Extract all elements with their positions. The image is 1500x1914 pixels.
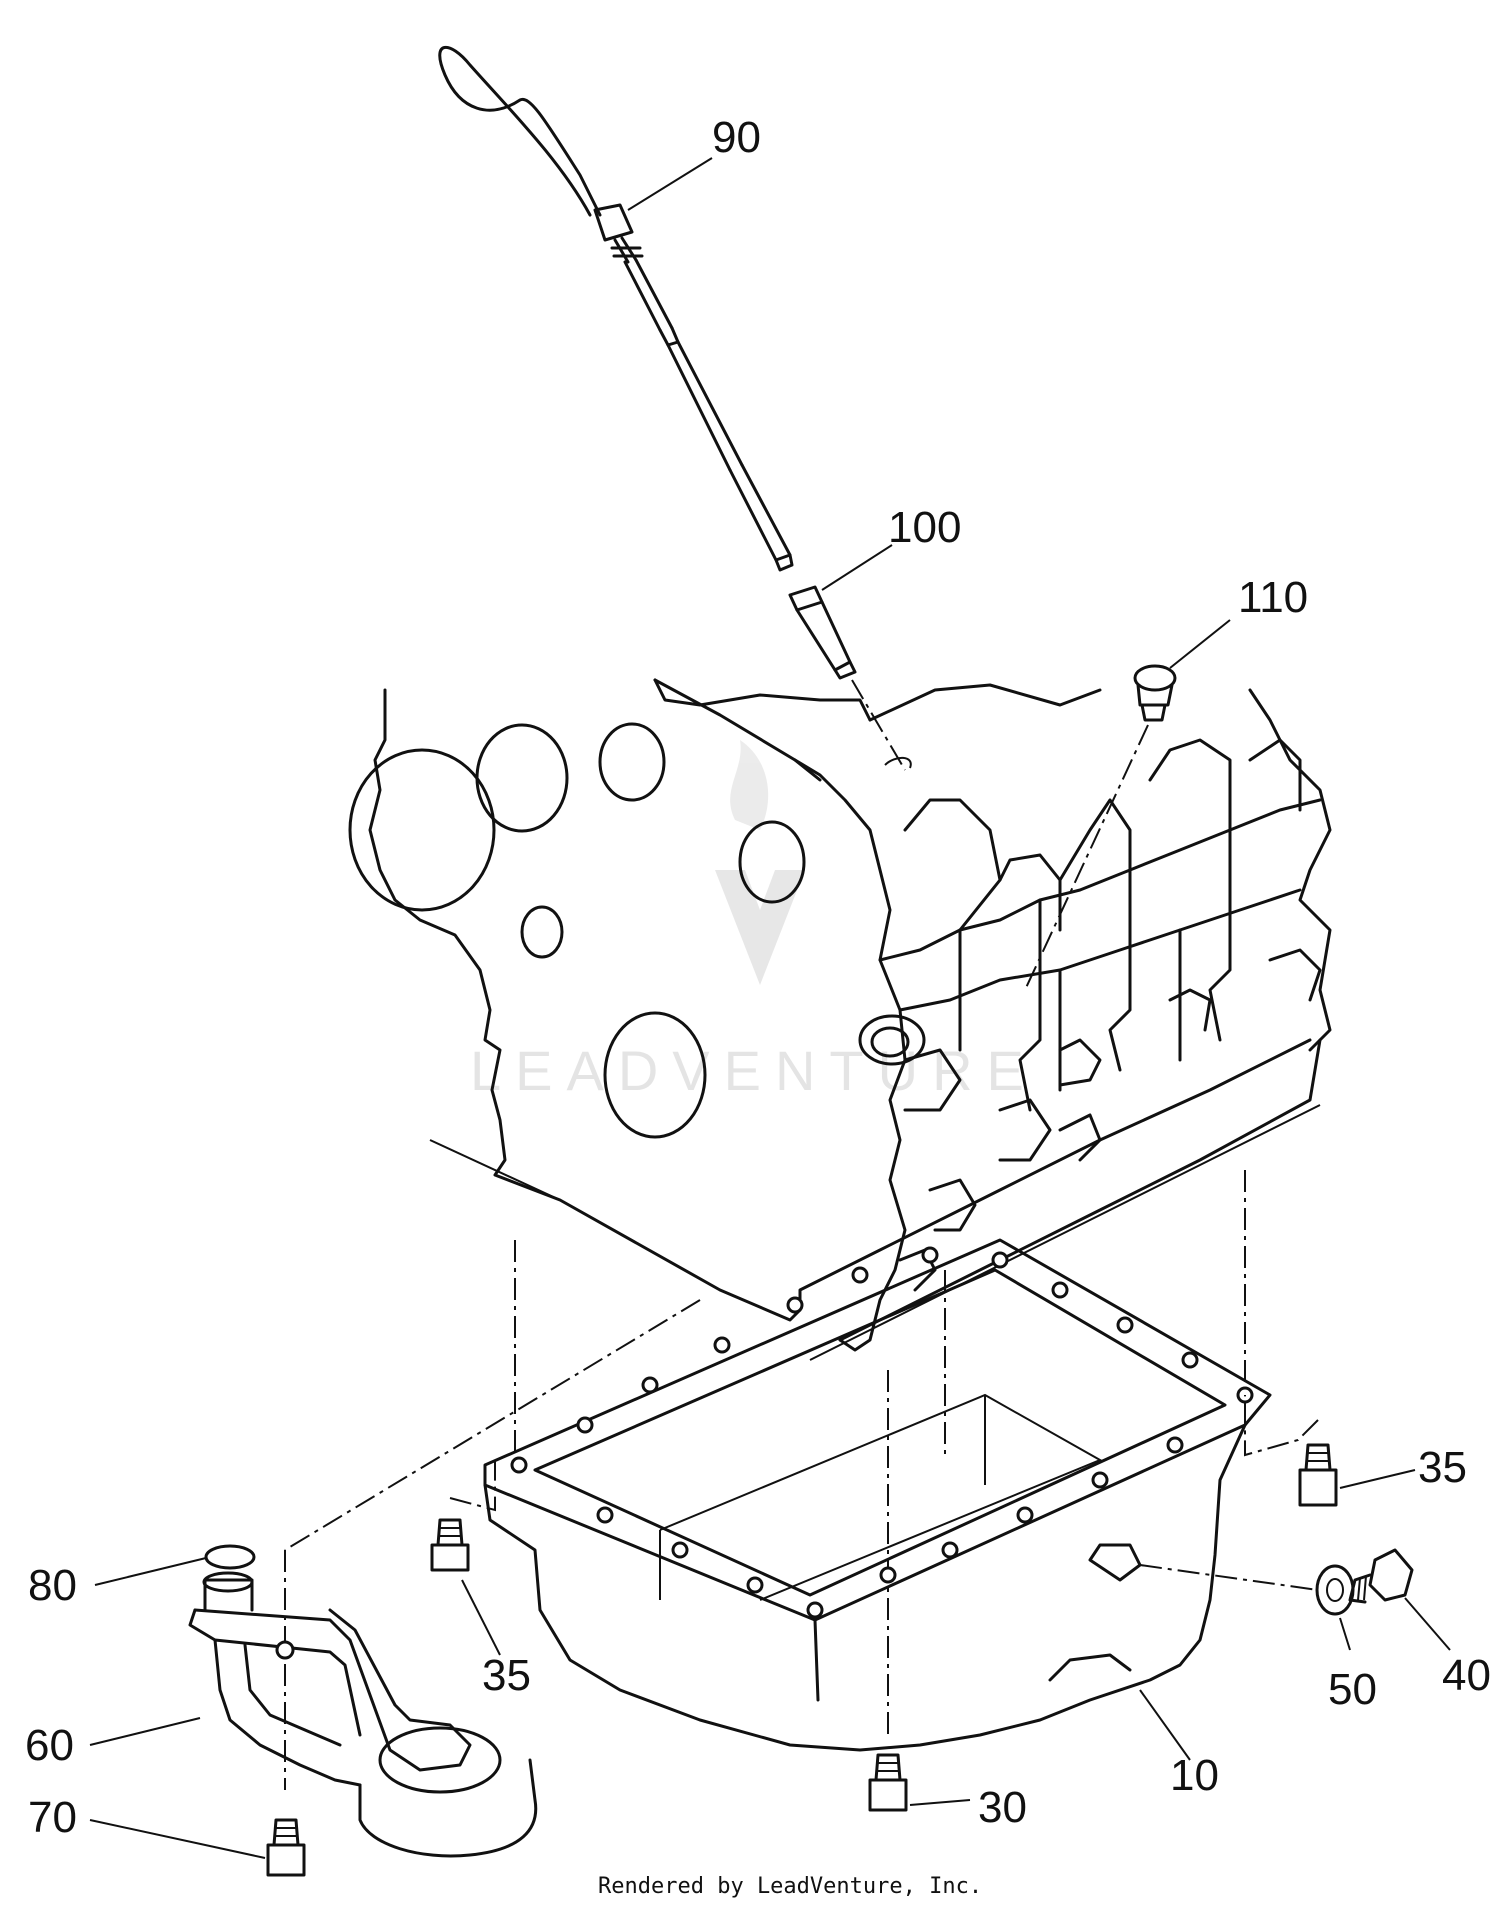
callout-100: 100 [888,503,961,552]
leader-10 [1139,1689,1191,1761]
callout-70: 70 [28,1793,77,1842]
callout-110: 110 [1238,573,1308,622]
leader-90 [627,157,713,211]
callout-10: 10 [1170,1751,1219,1800]
leader-35-right [1339,1469,1416,1489]
leader-30 [909,1799,971,1806]
guide-tube-part-100 [788,585,857,680]
callout-80: 80 [28,1561,77,1610]
callout-90: 90 [712,113,761,162]
callout-40: 40 [1442,1651,1491,1700]
callout-60: 60 [25,1721,74,1770]
bolt-part-30 [868,1753,908,1812]
callout-30: 30 [978,1783,1027,1832]
leader-35-left [461,1579,501,1656]
bolt-part-70 [266,1818,306,1877]
centerline-110 [1024,724,1149,991]
gasket-part-50 [1315,1564,1355,1616]
leader-50 [1339,1617,1351,1651]
leader-40 [1404,1597,1451,1651]
bolt-part-35-left [430,1518,470,1572]
dipstick-part-90 [438,46,794,572]
leader-70 [89,1819,266,1859]
callout-35-left: 35 [482,1651,531,1700]
oil-pan-part-10 [483,1238,1272,1752]
centerline-35-right [1244,1395,1319,1457]
centerline-strainer [284,1299,701,1551]
leader-60 [89,1717,201,1746]
render-credit: Rendered by LeadVenture, Inc. [598,1874,982,1899]
leadventure-watermark: LEADVENTURE [470,740,1038,1102]
pan-flange-holes [510,1246,1254,1619]
centerline-35-left [449,1460,496,1512]
callout-35-right: 35 [1418,1443,1467,1492]
leader-110 [1169,619,1231,669]
leader-100 [821,544,893,591]
leader-80 [94,1557,207,1586]
bolt-part-35-right [1298,1443,1338,1507]
centerline-drain-plug [1139,1564,1319,1591]
watermark-text: LEADVENTURE [470,1039,1038,1102]
callout-50: 50 [1328,1665,1377,1714]
o-ring-part-80 [204,1544,256,1570]
centerline-100 [851,679,906,771]
oil-strainer-part-60 [188,1571,538,1858]
cylinder-block [348,678,1332,1361]
plug-part-110 [1133,664,1177,722]
drain-plug-part-40 [1348,1548,1414,1604]
